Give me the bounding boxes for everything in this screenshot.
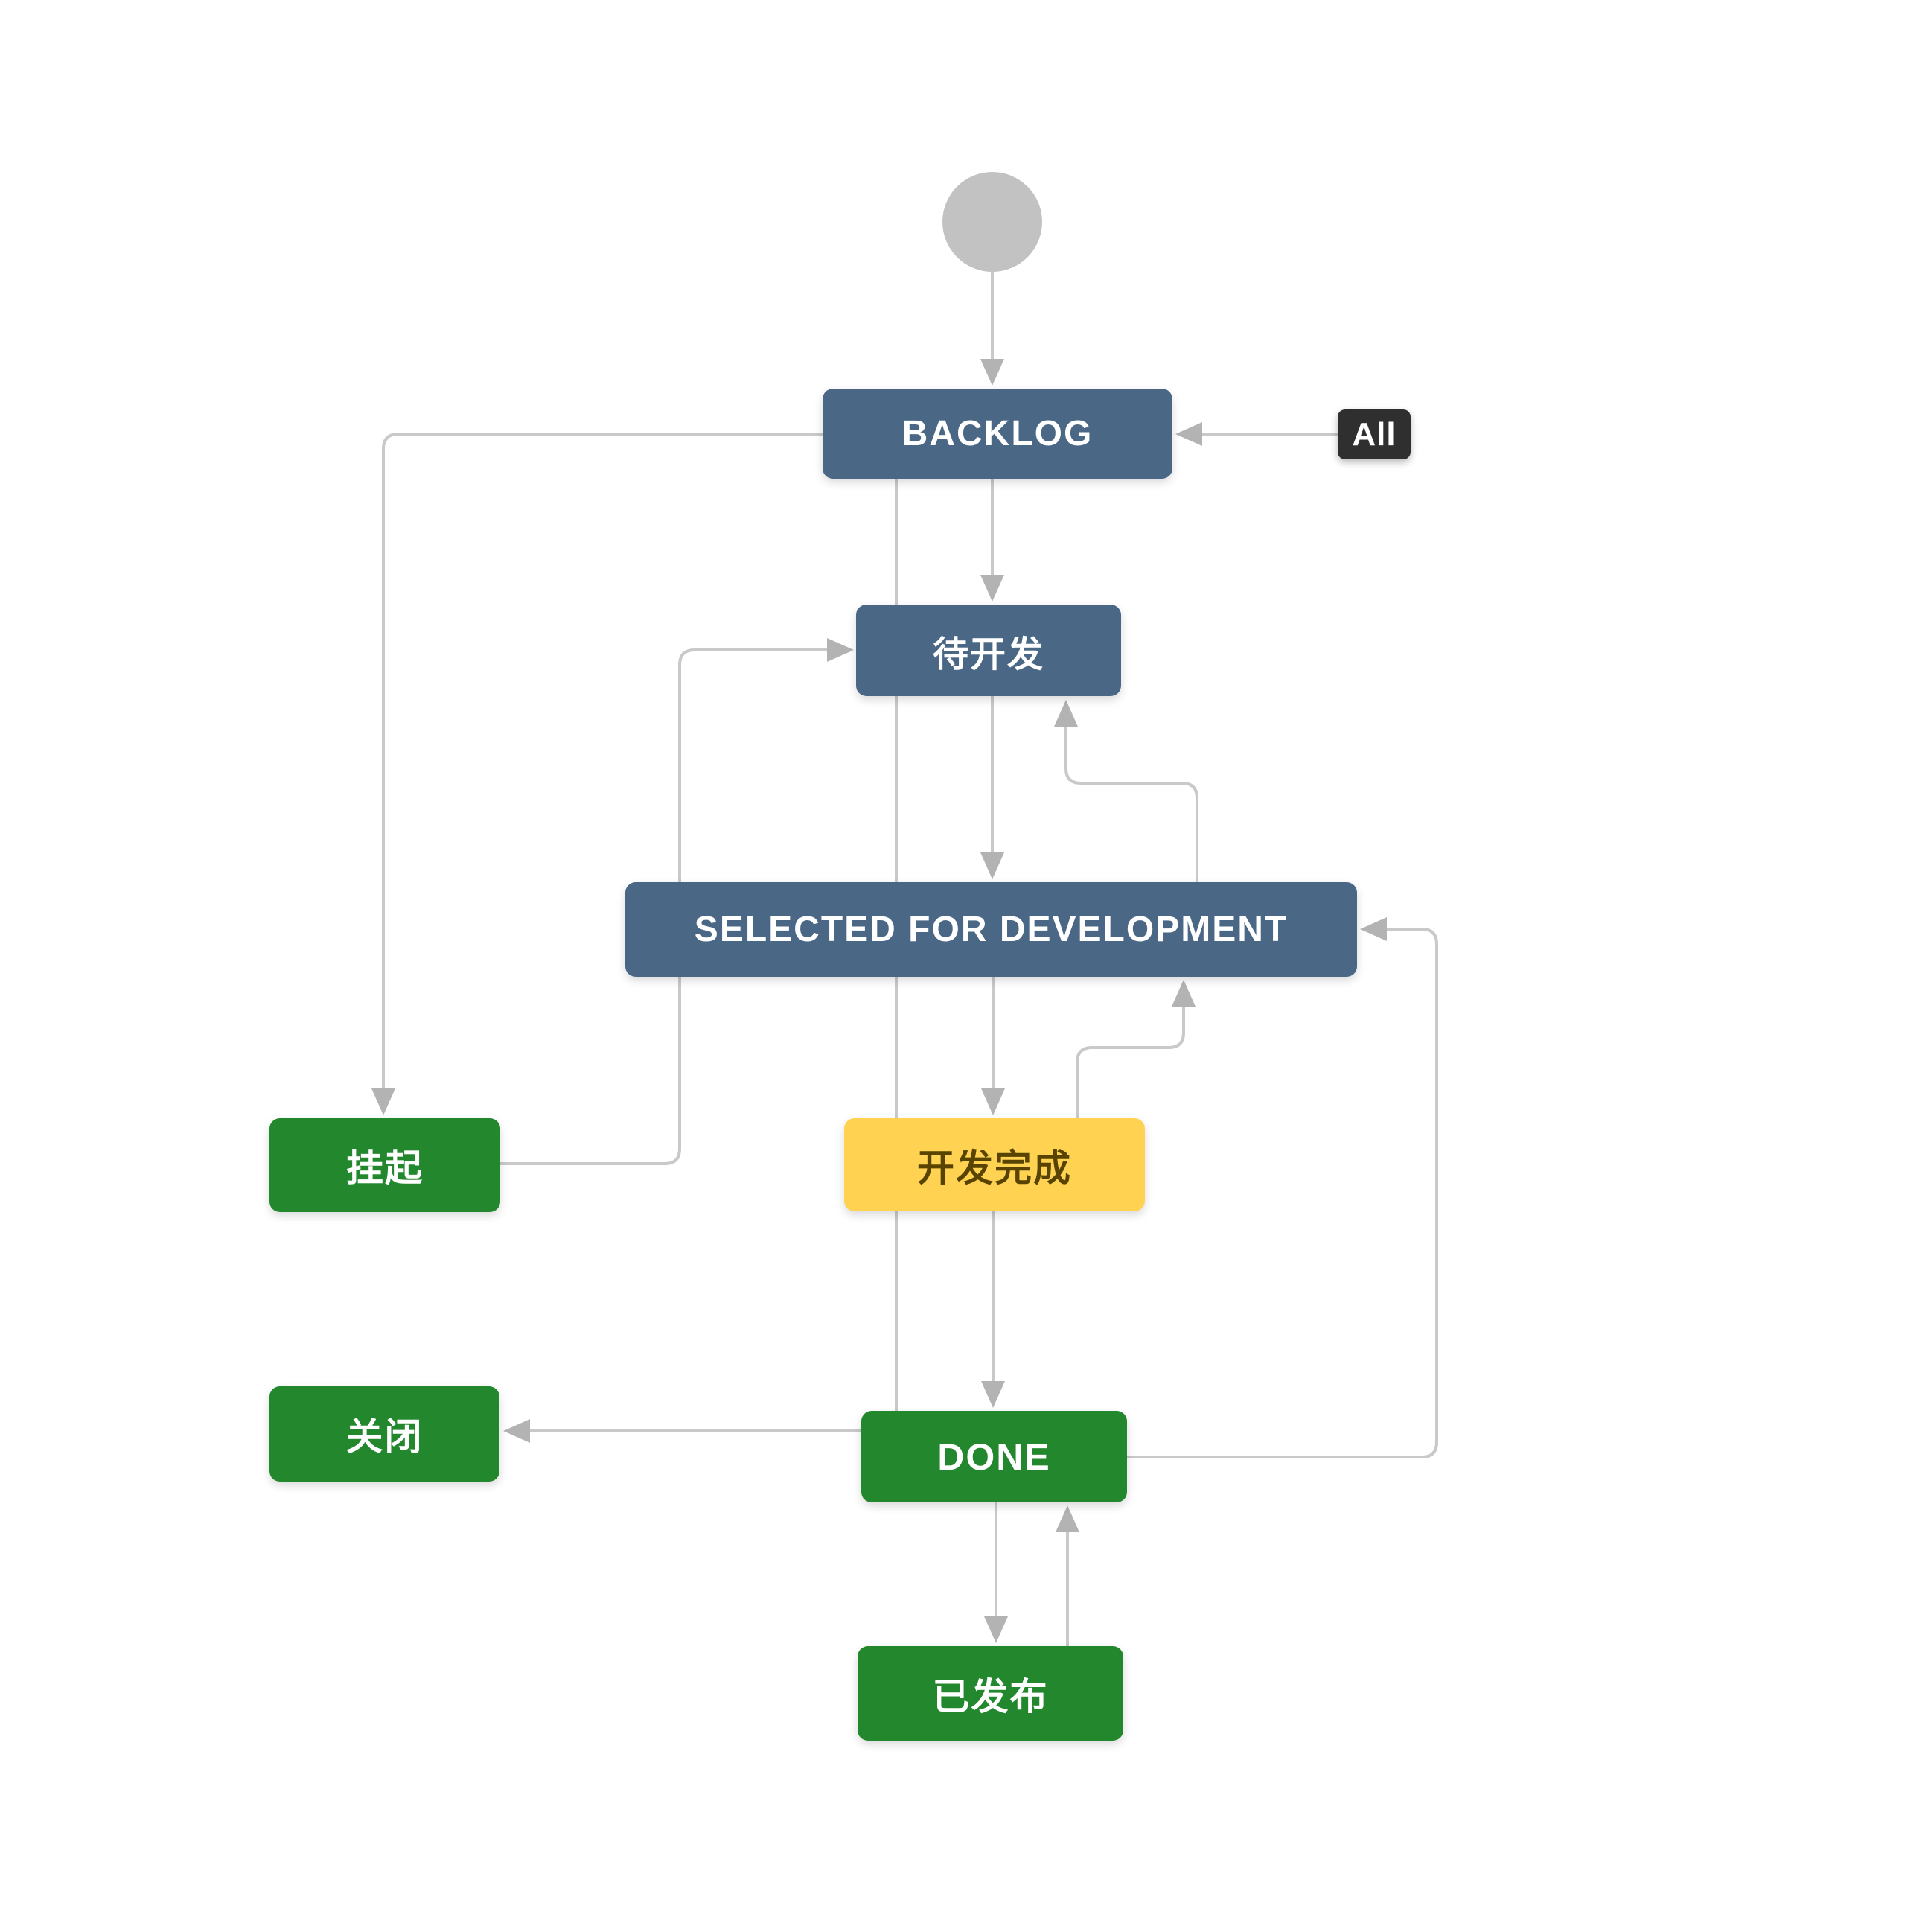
arrowhead-devcomplete-to-done — [981, 1381, 1005, 1408]
status-label-all-badge: All — [1352, 415, 1396, 453]
arrowhead-released-to-done — [1056, 1505, 1079, 1532]
arrowhead-backlog-to-suspended — [371, 1088, 395, 1115]
arrowhead-all-to-backlog — [1175, 422, 1202, 446]
arrowhead-todevelop-to-selected — [980, 852, 1004, 879]
status-label-released: 已发布 — [932, 1675, 1049, 1718]
status-node-done[interactable]: DONE — [861, 1411, 1127, 1502]
status-node-dev-complete[interactable]: 开发完成 — [844, 1118, 1145, 1211]
arrowhead-backlog-to-closed — [503, 1419, 530, 1443]
transition-done-to-selected — [1127, 928, 1438, 1458]
all-transition-badge[interactable]: All — [1338, 409, 1411, 459]
arrowhead-start-to-backlog — [980, 359, 1004, 386]
status-label-done: DONE — [937, 1435, 1051, 1478]
transition-selected-to-todevelop — [1064, 722, 1198, 882]
status-node-closed[interactable]: 关闭 — [269, 1386, 499, 1482]
status-label-closed: 关闭 — [345, 1416, 424, 1458]
transition-backlog-to-suspended — [382, 433, 823, 1093]
arrowhead-backlog-to-todevelop — [980, 575, 1004, 602]
status-node-selected-for-development[interactable]: SELECTED FOR DEVELOPMENT — [625, 882, 1357, 977]
transition-devcomplete-to-selected — [1076, 1002, 1185, 1118]
arrowhead-selected-to-devcomplete — [981, 1088, 1005, 1115]
arrowhead-suspended-to-todevelop — [827, 638, 854, 662]
status-label-dev-complete: 开发完成 — [917, 1147, 1072, 1189]
status-label-selected-for-development: SELECTED FOR DEVELOPMENT — [694, 910, 1289, 949]
status-label-to-develop: 待开发 — [932, 634, 1044, 675]
status-node-backlog[interactable]: BACKLOG — [823, 389, 1172, 479]
arrowhead-devcomplete-to-selected — [1172, 980, 1196, 1007]
arrowhead-selected-to-todevelop — [1054, 700, 1078, 727]
arrowhead-done-to-selected — [1360, 917, 1387, 941]
status-label-backlog: BACKLOG — [901, 414, 1094, 453]
arrowhead-done-to-released — [984, 1616, 1008, 1643]
status-node-released[interactable]: 已发布 — [858, 1646, 1123, 1741]
status-node-suspended[interactable]: 挂起 — [269, 1118, 500, 1212]
status-label-suspended: 挂起 — [346, 1147, 424, 1189]
start-node[interactable] — [942, 172, 1042, 272]
status-node-to-develop[interactable]: 待开发 — [856, 605, 1121, 696]
